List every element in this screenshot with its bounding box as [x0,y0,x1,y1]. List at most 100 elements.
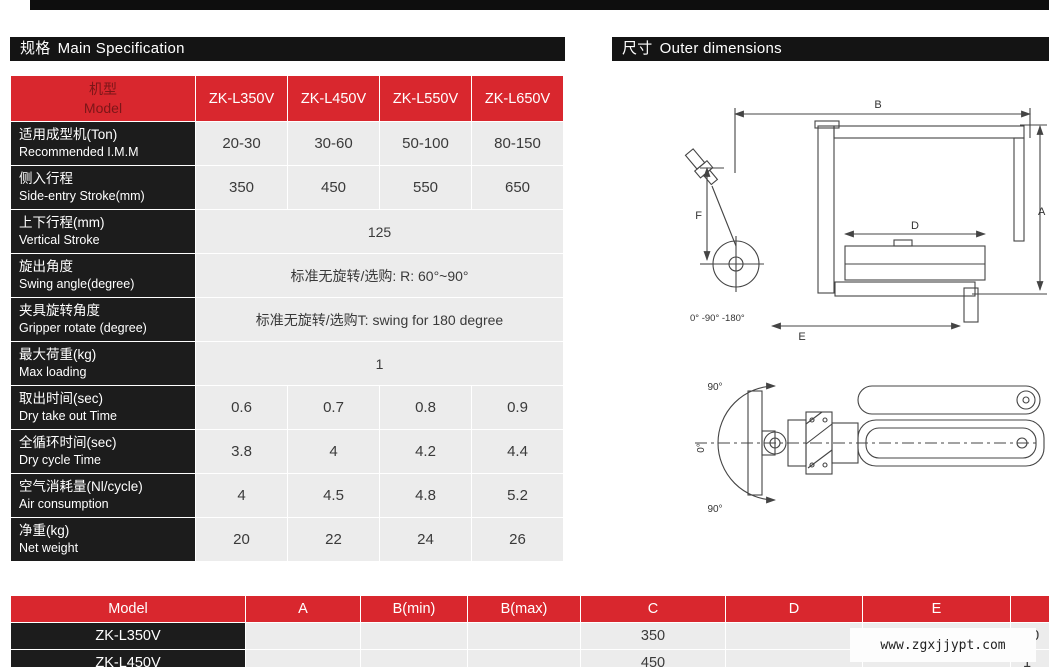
spec-row-dry-take-out-time: 取出时间(sec) Dry take out Time 0.6 0.7 0.8 … [10,385,564,430]
spec-value: 4.8 [379,473,472,518]
dim-col-c: C [580,595,726,623]
label-zh: 夹具旋转角度 [19,302,100,318]
spec-value: 650 [471,165,564,210]
dim-label-b: B [874,99,881,111]
label-en: Side-entry Stroke(mm) [19,189,145,204]
spec-table: 机型 Model ZK-L350V ZK-L450V ZK-L550V ZK-L… [10,75,564,562]
dims-section-header: 尺寸 Outer dimensions [612,37,1049,61]
outer-dimensions-diagram: B A F D E 0° -90° -180° [684,99,1047,515]
spec-row-label: 侧入行程 Side-entry Stroke(mm) [10,165,196,210]
spec-title-zh: 规格 [20,40,51,57]
spec-value-merged: 1 [195,341,564,386]
spec-value: 4.5 [287,473,380,518]
spec-row-label: 旋出角度 Swing angle(degree) [10,253,196,298]
spec-row-gripper-rotate: 夹具旋转角度 Gripper rotate (degree) 标准无旋转/选购T… [10,297,564,342]
dimensions-header-row: Model A B(min) B(max) C D E [10,595,1049,623]
side-view-angle-labels: 0° -90° -180° [690,313,745,324]
spec-row-label: 夹具旋转角度 Gripper rotate (degree) [10,297,196,342]
spec-value: 4.2 [379,429,472,474]
watermark-url: www.zgxjjypt.com [850,628,1036,662]
dim-value-bmax [467,622,581,650]
spec-row-label: 全循环时间(sec) Dry cycle Time [10,429,196,474]
top-view-angle-top: 90° [707,382,722,393]
model-column-header-3: ZK-L550V [379,75,472,122]
dim-col-a: A [245,595,361,623]
spec-row-label: 净重(kg) Net weight [10,517,196,562]
spec-row-label: 空气消耗量(Nl/cycle) Air consumption [10,473,196,518]
spec-value: 350 [195,165,288,210]
spec-value: 0.6 [195,385,288,430]
spec-value: 0.7 [287,385,380,430]
label-en: Dry take out Time [19,409,117,424]
spec-row-dry-cycle-time: 全循环时间(sec) Dry cycle Time 3.8 4 4.2 4.4 [10,429,564,474]
dim-model-cell: ZK-L350V [10,622,246,650]
spec-row-swing-angle: 旋出角度 Swing angle(degree) 标准无旋转/选购: R: 60… [10,253,564,298]
spec-row-side-entry-stroke: 侧入行程 Side-entry Stroke(mm) 350 450 550 6… [10,165,564,210]
spec-value-merged: 标准无旋转/选购: R: 60°~90° [195,253,564,298]
model-header-cell: 机型 Model [10,75,196,122]
spec-row-label: 最大荷重(kg) Max loading [10,341,196,386]
top-view-drawing [695,382,1045,504]
dim-value-a [245,649,361,667]
spec-row-air-consumption: 空气消耗量(Nl/cycle) Air consumption 4 4.5 4.… [10,473,564,518]
label-en: Air consumption [19,497,109,512]
model-column-header-1: ZK-L350V [195,75,288,122]
dim-value-d [725,622,863,650]
dims-title-en: Outer dimensions [659,40,782,57]
spec-row-imm: 适用成型机(Ton) Recommended I.M.M 20-30 30-60… [10,121,564,166]
spec-value: 550 [379,165,472,210]
top-view-angle-bottom: 90° [707,504,722,515]
spec-row-label: 上下行程(mm) Vertical Stroke [10,209,196,254]
model-header-zh: 机型 [89,81,117,98]
spec-title-en: Main Specification [57,40,185,57]
label-en: Max loading [19,365,87,380]
dim-value-bmax [467,649,581,667]
model-column-header-2: ZK-L450V [287,75,380,122]
dim-label-e: E [798,331,805,343]
spec-row-label: 适用成型机(Ton) Recommended I.M.M [10,121,196,166]
side-view-drawing [684,108,1047,330]
dim-value-a [245,622,361,650]
label-zh: 全循环时间(sec) [19,434,117,450]
label-en: Dry cycle Time [19,453,101,468]
dim-label-a: A [1038,206,1046,218]
spec-section-header: 规格 Main Specification [10,37,565,61]
dim-value-c: 450 [580,649,726,667]
spec-value: 20-30 [195,121,288,166]
label-zh: 取出时间(sec) [19,390,103,406]
label-zh: 侧入行程 [19,170,73,186]
dim-col-d: D [725,595,863,623]
spec-value-merged: 标准无旋转/选购T: swing for 180 degree [195,297,564,342]
label-en: Recommended I.M.M [19,145,139,160]
spec-value-merged: 125 [195,209,564,254]
dim-value-bmin [360,649,468,667]
model-header-en: Model [83,99,123,116]
spec-value: 3.8 [195,429,288,474]
spec-value: 30-60 [287,121,380,166]
spec-header-row: 机型 Model ZK-L350V ZK-L450V ZK-L550V ZK-L… [10,75,564,122]
label-zh: 最大荷重(kg) [19,346,97,362]
dim-label-d: D [911,220,919,232]
spec-value: 450 [287,165,380,210]
model-column-header-4: ZK-L650V [471,75,564,122]
spec-value: 24 [379,517,472,562]
dim-value-d [725,649,863,667]
label-zh: 旋出角度 [19,258,73,274]
spec-value: 0.8 [379,385,472,430]
spec-value: 50-100 [379,121,472,166]
dims-title-zh: 尺寸 [622,40,653,57]
spec-value: 4 [195,473,288,518]
spec-value: 26 [471,517,564,562]
spec-value: 4.4 [471,429,564,474]
outer-dimensions-panel: B A F D E 0° -90° -180° [612,68,1049,568]
label-en: Net weight [19,541,79,556]
top-decor-bar [30,0,1049,10]
spec-row-vertical-stroke: 上下行程(mm) Vertical Stroke 125 [10,209,564,254]
label-zh: 空气消耗量(Nl/cycle) [19,478,143,494]
label-en: Gripper rotate (degree) [19,321,147,336]
label-zh: 净重(kg) [19,522,70,538]
label-en: Swing angle(degree) [19,277,135,292]
spec-value: 0.9 [471,385,564,430]
dim-model-cell: ZK-L450V [10,649,246,667]
